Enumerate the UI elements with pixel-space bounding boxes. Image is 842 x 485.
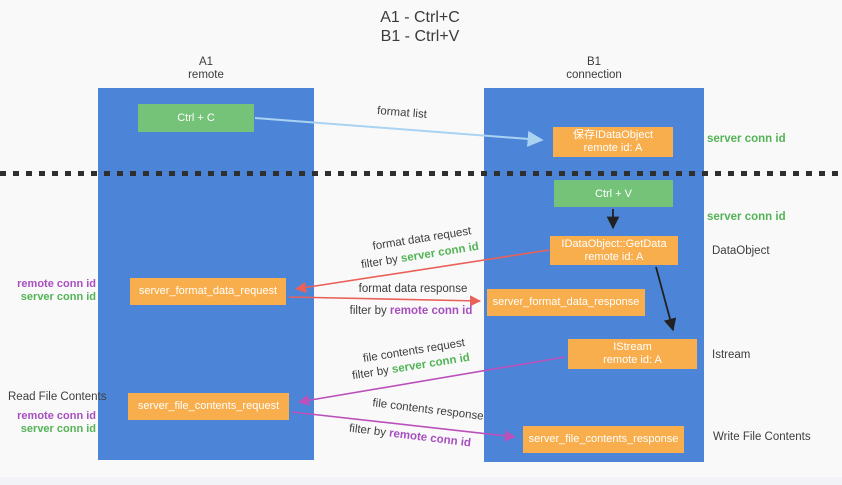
annotation-server-conn-id-top: server conn id <box>707 133 786 145</box>
node-istream: IStream remote id: A <box>568 339 697 369</box>
lane-header-b1: B1 connection <box>534 56 654 82</box>
filter-prefix: filter by <box>360 253 402 272</box>
node-ctrl-v-label: Ctrl + V <box>595 187 632 200</box>
node-server-file-contents-request-label: server_file_contents_request <box>137 400 280 412</box>
annotation-write-file-contents: Write File Contents <box>713 431 811 443</box>
node-ctrl-c: Ctrl + C <box>138 104 254 132</box>
arrow-format-data-response <box>288 295 482 307</box>
annotation-remote-conn-id-2: remote conn id <box>17 410 96 422</box>
node-server-format-data-response-label: server_format_data_response <box>492 296 640 308</box>
annotation-conn-id-block-2: remote conn id server conn id <box>10 410 96 435</box>
node-server-file-contents-response: server_file_contents_response <box>523 426 684 453</box>
annotation-conn-id-block-1: remote conn id server conn id <box>10 278 96 303</box>
node-idataobject-getdata: IDataObject::GetData remote id: A <box>550 236 678 265</box>
annotation-istream: Istream <box>712 349 751 361</box>
node-istream-line2: remote id: A <box>603 354 662 366</box>
node-ctrl-v: Ctrl + V <box>554 180 673 207</box>
lane-header-a1: A1 remote <box>146 56 266 82</box>
node-server-file-contents-request: server_file_contents_request <box>128 393 289 420</box>
filter-key-remote-conn-id: remote conn id <box>388 427 472 450</box>
flow-filter-format-data-response: filter by remote conn id <box>350 305 473 317</box>
flow-filter-file-contents-response: filter by remote conn id <box>348 423 471 450</box>
node-server-file-contents-response-label: server_file_contents_response <box>528 433 679 445</box>
flow-label-format-list: format list <box>376 105 428 121</box>
node-save-idataobject: 保存IDataObject remote id: A <box>553 127 673 157</box>
annotation-server-conn-id-1: server conn id <box>20 290 96 303</box>
filter-key-remote-conn-id: remote conn id <box>389 305 473 317</box>
annotation-dataobject: DataObject <box>712 245 770 257</box>
flow-label-format-data-response: format data response <box>358 283 468 295</box>
lane-b1-role: connection <box>566 69 622 81</box>
diagram-title: A1 - Ctrl+C B1 - Ctrl+V <box>300 8 540 46</box>
lane-b1-name: B1 <box>586 56 602 68</box>
annotation-server-conn-id-mid: server conn id <box>707 211 786 223</box>
node-server-format-data-response: server_format_data_response <box>487 289 645 316</box>
annotation-server-conn-id-2: server conn id <box>20 422 96 435</box>
annotation-remote-conn-id-1: remote conn id <box>17 278 96 290</box>
node-server-format-data-request: server_format_data_request <box>130 278 286 305</box>
phase-separator-line <box>0 171 842 176</box>
node-idataobject-getdata-line2: remote id: A <box>584 250 644 263</box>
bottom-edge <box>0 477 842 485</box>
title-line-2: B1 - Ctrl+V <box>380 28 460 45</box>
filter-prefix: filter by <box>351 364 393 383</box>
node-save-idataobject-line2: remote id: A <box>583 142 643 154</box>
node-idataobject-getdata-line1: IDataObject::GetData <box>561 237 667 250</box>
title-line-1: A1 - Ctrl+C <box>380 9 460 26</box>
node-istream-line1: IStream <box>613 341 652 353</box>
node-server-format-data-request-label: server_format_data_request <box>138 285 278 297</box>
filter-prefix: filter by <box>349 305 390 317</box>
node-save-idataobject-line1: 保存IDataObject <box>572 129 654 141</box>
lane-a1-role: remote <box>188 69 224 81</box>
lane-a1-name: A1 <box>198 56 214 68</box>
filter-prefix: filter by <box>348 422 390 440</box>
annotation-read-file-contents: Read File Contents <box>8 391 107 403</box>
node-ctrl-c-label: Ctrl + C <box>177 112 215 124</box>
flow-label-file-contents-response: file contents response <box>371 397 485 423</box>
